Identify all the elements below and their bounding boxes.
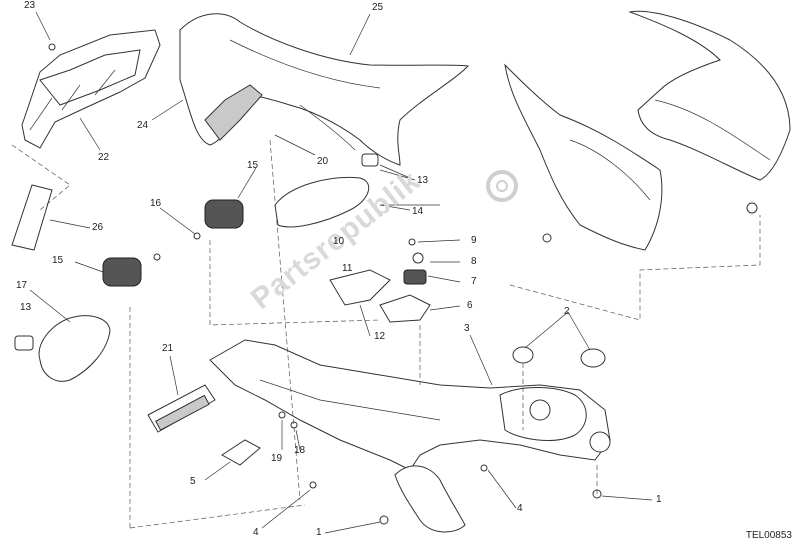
mounting-bracket — [329, 252, 431, 323]
callout-12: 12 — [374, 331, 386, 342]
callout-17: 17 — [16, 280, 28, 291]
callout-24: 24 — [137, 120, 149, 131]
callout-19: 19 — [271, 453, 283, 464]
callout-8: 8 — [471, 256, 477, 267]
callout-1-right: 1 — [656, 494, 662, 505]
side-panel-right — [628, 10, 791, 181]
connector — [221, 439, 261, 466]
assembly-lines — [11, 139, 761, 529]
grommet-upper — [204, 199, 244, 229]
reflector — [11, 184, 53, 251]
callout-9: 9 — [471, 235, 477, 246]
turn-indicator-right — [274, 153, 440, 228]
callout-11: 11 — [342, 263, 353, 274]
grommet-lower — [102, 257, 142, 287]
side-panel-left — [504, 63, 663, 251]
callout-13-upper: 13 — [417, 175, 429, 186]
lower-cover — [394, 465, 466, 533]
callout-18: 18 — [294, 445, 306, 456]
callout-3: 3 — [464, 323, 470, 334]
gear-icon — [486, 170, 518, 202]
callout-10: 10 — [333, 236, 345, 247]
callout-15-lower: 15 — [52, 255, 64, 266]
callout-21: 21 — [162, 343, 174, 354]
callout-1-bottom: 1 — [316, 527, 322, 538]
callout-13-lower: 13 — [20, 302, 32, 313]
callout-5: 5 — [190, 476, 196, 487]
drawing-code: TEL00853 — [745, 530, 792, 541]
callout-15-upper: 15 — [247, 160, 259, 171]
callout-22: 22 — [98, 152, 110, 163]
plate-holder-bracket — [21, 29, 161, 149]
callout-25: 25 — [372, 2, 384, 13]
turn-indicator-left — [14, 315, 111, 382]
screws — [48, 43, 758, 525]
callout-6: 6 — [467, 300, 473, 311]
callout-20: 20 — [317, 156, 329, 167]
callout-2: 2 — [564, 306, 570, 317]
callout-7: 7 — [471, 276, 477, 287]
rubber-bushes — [512, 346, 606, 368]
callout-4-left: 4 — [253, 527, 259, 538]
callout-16: 16 — [150, 198, 162, 209]
leader-lines — [29, 11, 653, 534]
callout-23: 23 — [24, 0, 36, 11]
callout-14: 14 — [412, 206, 424, 217]
callout-4-right: 4 — [517, 503, 523, 514]
tail-fairing — [179, 13, 470, 166]
callout-26: 26 — [92, 222, 104, 233]
rear-subframe — [209, 339, 611, 471]
plate-light — [147, 384, 216, 433]
